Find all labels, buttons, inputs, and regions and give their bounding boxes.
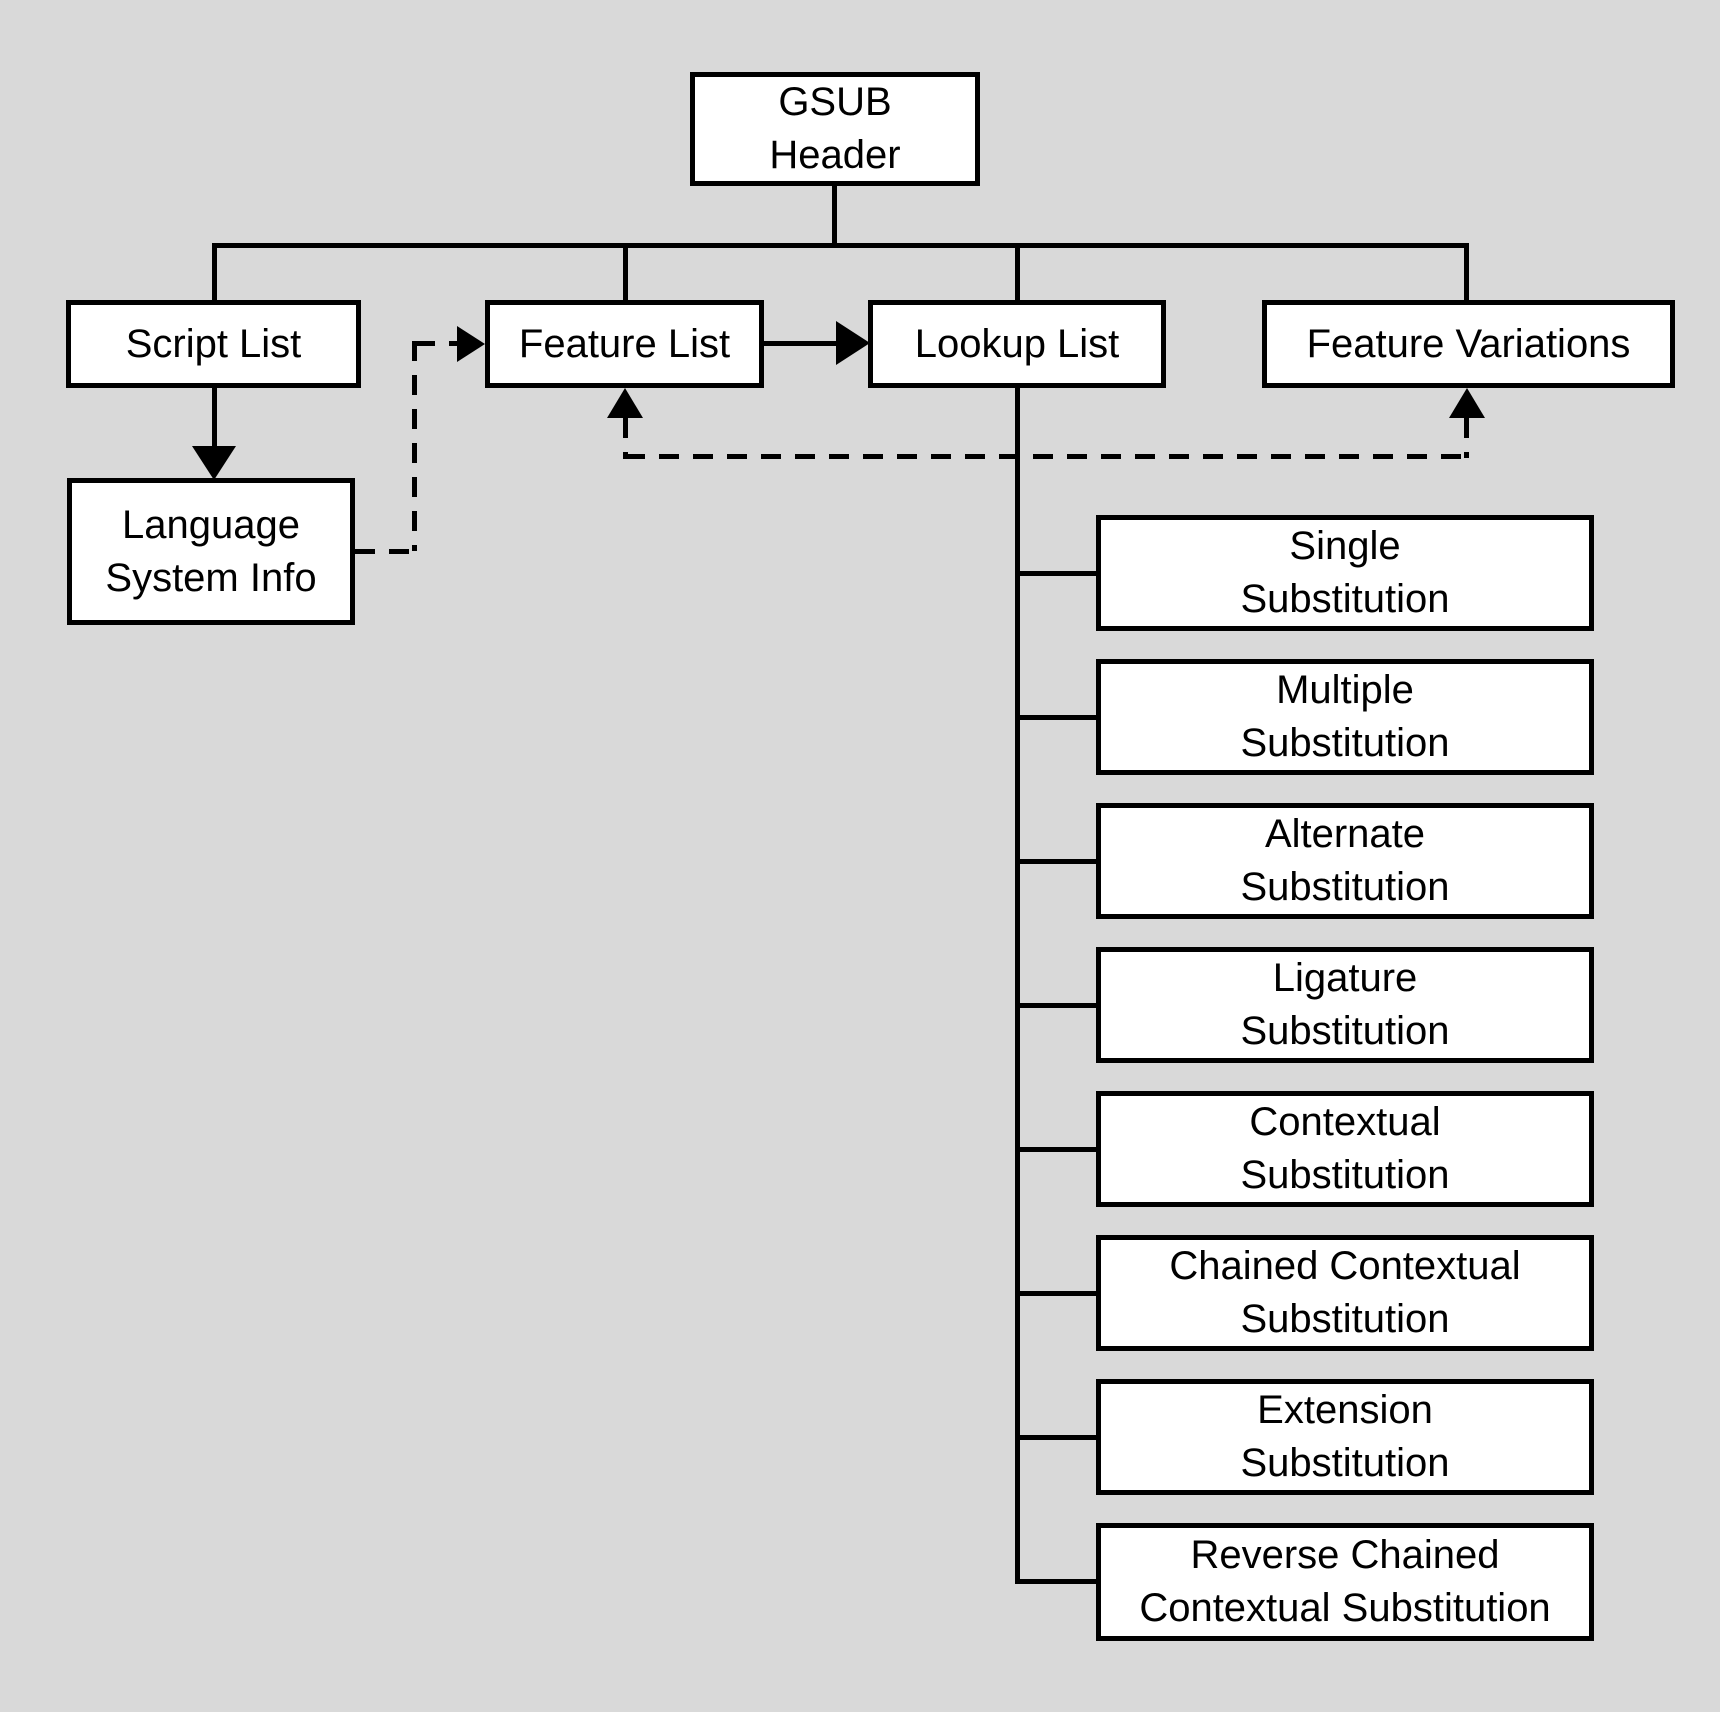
branch-extension-substitution xyxy=(1015,1435,1096,1440)
node-single-substitution-line2: Substitution xyxy=(1240,577,1450,621)
node-script-list: Script List xyxy=(66,300,361,388)
node-script-list-label: Script List xyxy=(125,321,302,366)
connector-drop-script-list xyxy=(212,243,217,300)
node-ligature-substitution-line2: Substitution xyxy=(1240,1009,1450,1053)
node-alternate-substitution-line1: Alternate xyxy=(1264,812,1426,856)
connector-gsub-stem xyxy=(832,186,837,248)
connector-lookup-trunk xyxy=(1015,388,1020,1584)
node-extension-substitution: Extension Substitution xyxy=(1096,1379,1594,1495)
dashed-rail xyxy=(625,454,1467,459)
dashed-langsys-to-feature xyxy=(415,341,459,346)
node-gsub-header-line2: Header xyxy=(769,133,901,177)
node-lookup-list-label: Lookup List xyxy=(914,321,1120,366)
arrow-script-to-langsys-head xyxy=(192,446,236,480)
dashed-feature-bottom-riser xyxy=(623,418,628,459)
node-contextual-substitution: Contextual Substitution xyxy=(1096,1091,1594,1207)
branch-alternate-substitution xyxy=(1015,859,1096,864)
branch-contextual-substitution xyxy=(1015,1147,1096,1152)
node-language-system-info: Language System Info xyxy=(67,478,355,625)
arrow-feature-to-lookup-head xyxy=(836,321,870,365)
node-lookup-list: Lookup List xyxy=(868,300,1166,388)
node-multiple-substitution-line2: Substitution xyxy=(1240,721,1450,765)
node-contextual-substitution-line2: Substitution xyxy=(1240,1153,1450,1197)
node-extension-substitution-line2: Substitution xyxy=(1240,1441,1450,1485)
node-language-system-info-line2: System Info xyxy=(105,555,317,600)
node-gsub-header: GSUB Header xyxy=(690,72,980,186)
dashed-langsys-out xyxy=(355,549,417,554)
node-feature-variations: Feature Variations xyxy=(1262,300,1675,388)
node-alternate-substitution: Alternate Substitution xyxy=(1096,803,1594,919)
node-contextual-substitution-line1: Contextual xyxy=(1249,1100,1441,1144)
branch-chained-contextual-substitution xyxy=(1015,1291,1096,1296)
connector-drop-lookup-list xyxy=(1015,248,1020,300)
node-chained-contextual-substitution-line1: Chained Contextual xyxy=(1169,1244,1521,1288)
node-ligature-substitution-line1: Ligature xyxy=(1272,956,1418,1000)
node-feature-list-label: Feature List xyxy=(518,321,731,366)
dashed-arrow-into-feature-bottom-head xyxy=(607,388,643,418)
node-reverse-chained-contextual-substitution-line2: Contextual Substitution xyxy=(1139,1586,1551,1630)
node-single-substitution-line1: Single xyxy=(1289,524,1401,568)
node-feature-variations-label: Feature Variations xyxy=(1306,321,1631,366)
dashed-langsys-riser xyxy=(412,341,417,551)
branch-ligature-substitution xyxy=(1015,1003,1096,1008)
arrow-feature-to-lookup-shaft xyxy=(764,341,840,346)
node-ligature-substitution: Ligature Substitution xyxy=(1096,947,1594,1063)
node-extension-substitution-line1: Extension xyxy=(1257,1388,1433,1432)
node-alternate-substitution-line2: Substitution xyxy=(1240,865,1450,909)
dashed-arrow-into-feature-variations-head xyxy=(1449,388,1485,418)
connector-bus xyxy=(212,243,1469,248)
node-chained-contextual-substitution-line2: Substitution xyxy=(1240,1297,1450,1341)
node-single-substitution: Single Substitution xyxy=(1096,515,1594,631)
node-gsub-header-line1: GSUB xyxy=(778,80,892,124)
dashed-arrow-into-feature-list-head xyxy=(457,326,485,362)
node-chained-contextual-substitution: Chained Contextual Substitution xyxy=(1096,1235,1594,1351)
node-language-system-info-line1: Language xyxy=(122,502,300,547)
branch-single-substitution xyxy=(1015,571,1096,576)
branch-reverse-chained-substitution xyxy=(1015,1579,1096,1584)
node-multiple-substitution: Multiple Substitution xyxy=(1096,659,1594,775)
connector-drop-feature-variations xyxy=(1464,248,1469,300)
node-reverse-chained-contextual-substitution: Reverse Chained Contextual Substitution xyxy=(1096,1523,1594,1641)
node-feature-list: Feature List xyxy=(485,300,764,388)
dashed-feature-variations-riser xyxy=(1464,418,1469,458)
branch-multiple-substitution xyxy=(1015,715,1096,720)
node-reverse-chained-contextual-substitution-line1: Reverse Chained xyxy=(1190,1533,1500,1577)
node-multiple-substitution-line1: Multiple xyxy=(1276,668,1414,712)
arrow-script-to-langsys-shaft xyxy=(212,388,217,448)
connector-drop-feature-list xyxy=(623,248,628,300)
